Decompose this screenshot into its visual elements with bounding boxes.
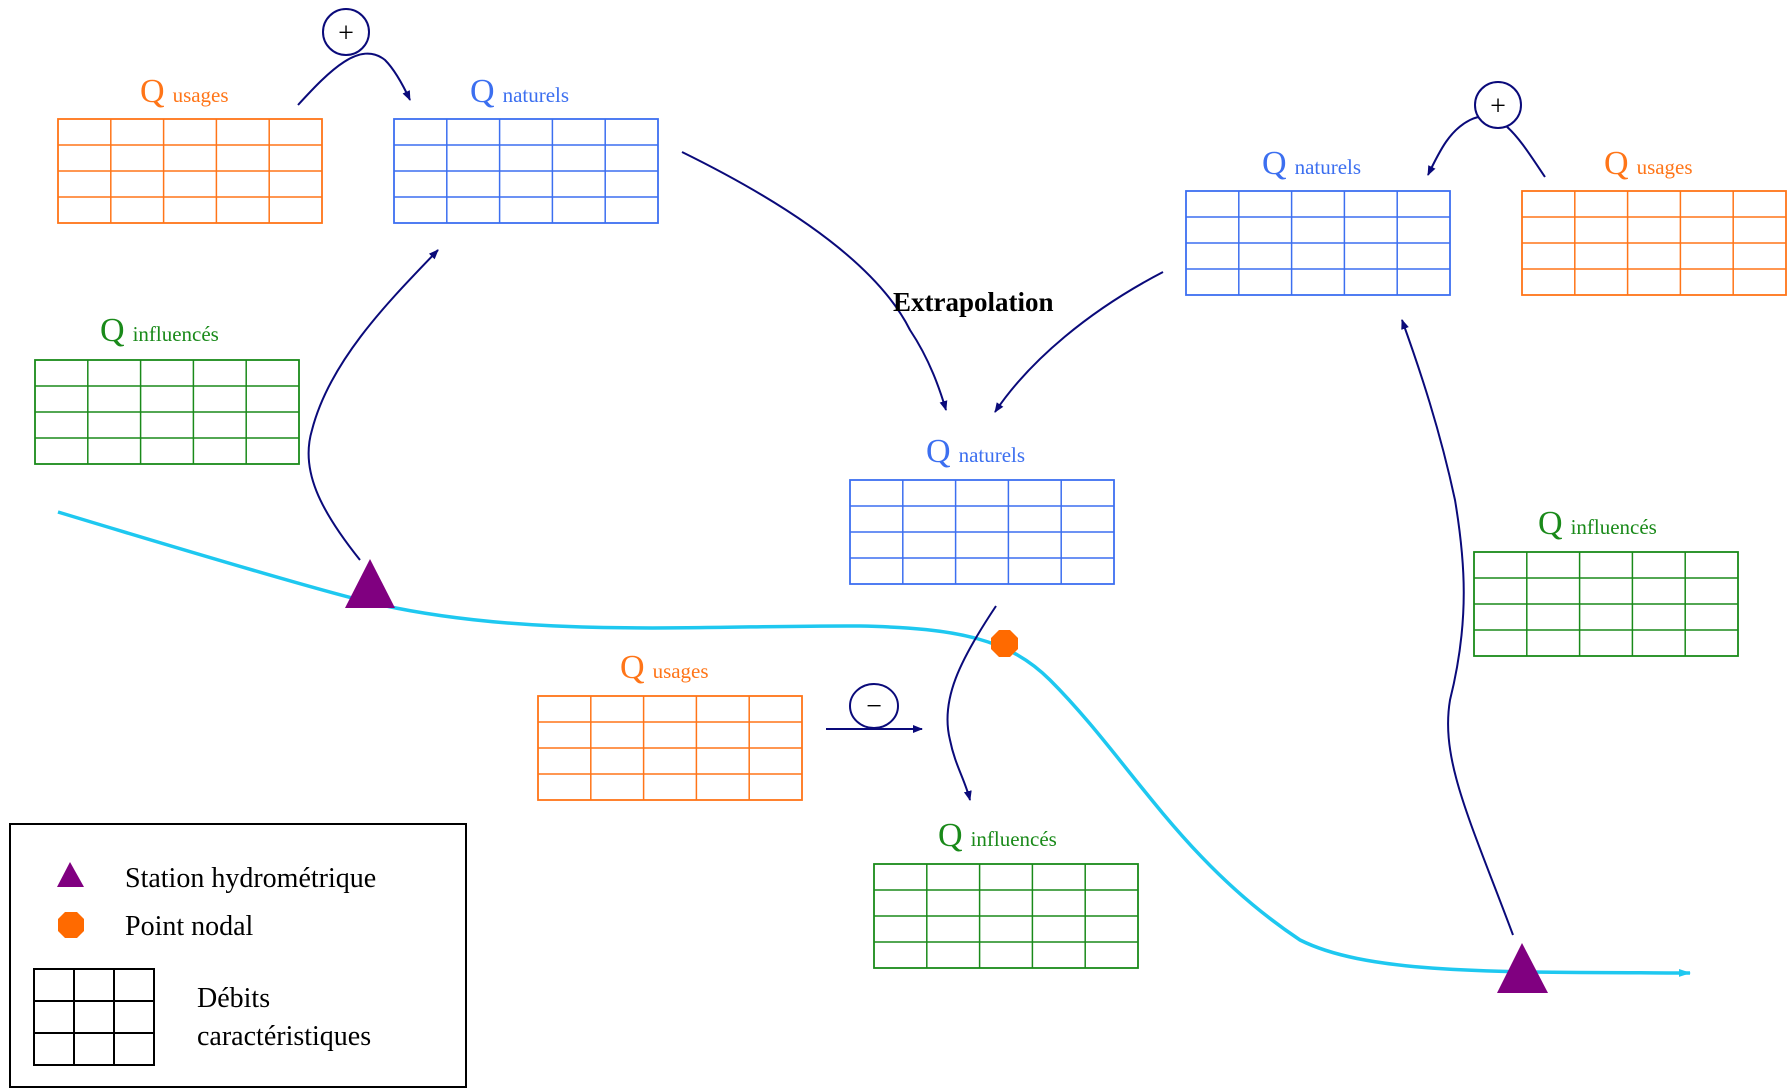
river-line <box>57 510 1691 977</box>
table-naturels-top-left <box>393 118 659 224</box>
plus-sign-left: + <box>338 18 354 49</box>
q-subscript: influencés <box>133 322 219 346</box>
legend-nodal-icon <box>58 912 84 938</box>
minus-sign: − <box>866 691 882 722</box>
plus-sign-right: + <box>1490 91 1506 122</box>
station-right-icon <box>1497 943 1548 993</box>
arrow-naturels-left-to-center <box>681 151 948 411</box>
table-naturels-top-right <box>1185 190 1451 296</box>
nodal-point-icon <box>991 630 1018 657</box>
arrow-naturels-right-to-center <box>994 271 1164 413</box>
q-letter: Q <box>1538 505 1563 542</box>
q-subscript: usages <box>653 659 709 683</box>
plus-circle-right <box>1474 81 1522 129</box>
legend-grid-icon <box>33 968 155 1066</box>
minus-circle <box>849 683 899 729</box>
arrow-station-right-to-naturels <box>1401 319 1514 936</box>
q-letter: Q <box>926 433 951 470</box>
table-naturels-center <box>849 479 1115 585</box>
table-influences-bottom <box>873 863 1139 969</box>
q-subscript: influencés <box>971 827 1057 851</box>
q-subscript: naturels <box>503 83 569 107</box>
q-letter: Q <box>620 649 645 686</box>
legend-debits-line1: Débits <box>197 983 270 1014</box>
q-letter: Q <box>100 312 125 349</box>
arrow-station-left-to-naturels <box>307 249 439 561</box>
q-subscript: usages <box>173 83 229 107</box>
q-letter: Q <box>938 817 963 854</box>
legend-station-label: Station hydrométrique <box>125 863 376 894</box>
table-usages-top-right <box>1521 190 1787 296</box>
legend-box <box>9 823 467 1088</box>
legend-grid-border <box>33 968 155 1066</box>
arrow-usages-to-naturels-left <box>297 52 411 106</box>
legend-nodal-label: Point nodal <box>125 911 254 942</box>
q-subscript: influencés <box>1571 515 1657 539</box>
legend-debits-line2: caractéristiques <box>197 1021 371 1052</box>
arrow-naturels-center-to-influences <box>946 605 997 801</box>
table-usages-top-left <box>57 118 323 224</box>
q-letter: Q <box>1262 145 1287 182</box>
table-influences-right <box>1473 551 1739 657</box>
q-subscript: usages <box>1637 155 1693 179</box>
plus-circle-left <box>322 8 370 56</box>
q-letter: Q <box>140 73 165 110</box>
table-influences-left <box>34 359 300 465</box>
legend-station-icon <box>57 862 84 887</box>
q-letter: Q <box>470 73 495 110</box>
arrow-usages-to-naturels-right <box>1427 115 1546 178</box>
q-subscript: naturels <box>959 443 1025 467</box>
table-usages-bottom <box>537 695 803 801</box>
q-subscript: naturels <box>1295 155 1361 179</box>
station-left-icon <box>345 559 395 608</box>
q-letter: Q <box>1604 145 1629 182</box>
extrapolation-label: Extrapolation <box>893 287 1054 317</box>
